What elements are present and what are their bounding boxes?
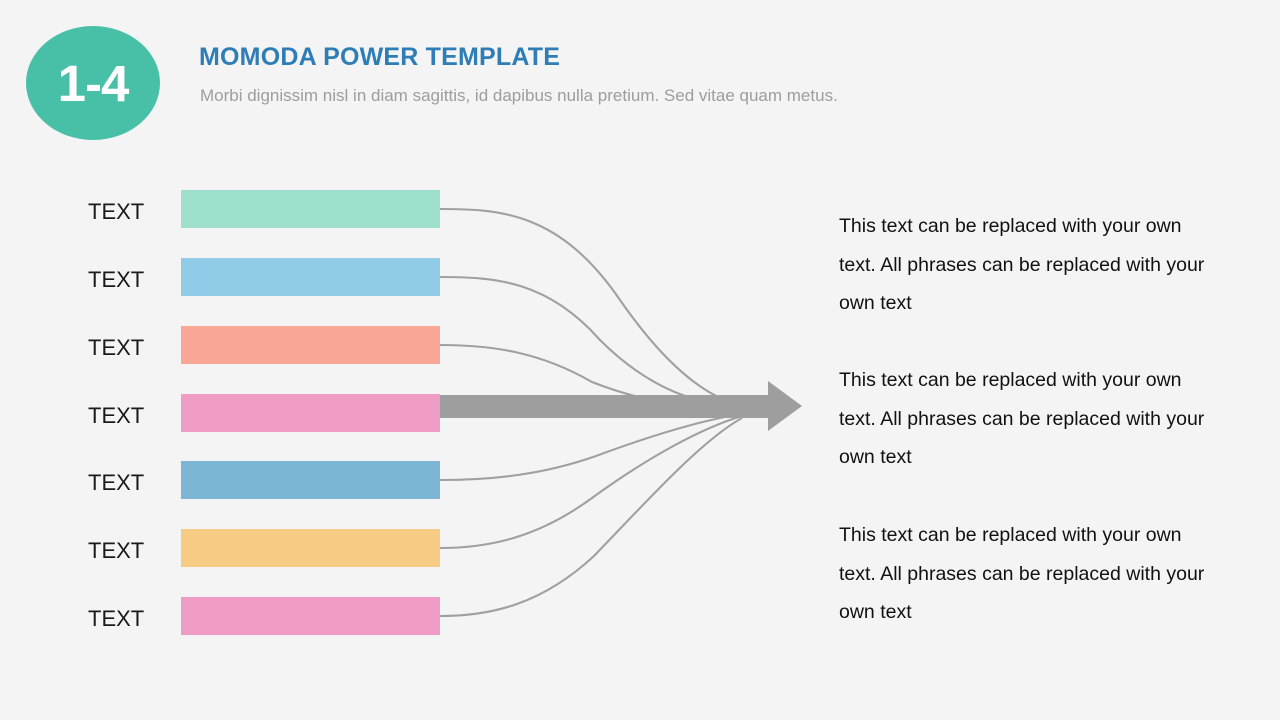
- paragraph-3: This text can be replaced with your own …: [839, 524, 1205, 623]
- row-bar-2[interactable]: [181, 258, 440, 296]
- step-badge-circle: 1-4: [26, 26, 160, 140]
- row-label-7: TEXT: [88, 606, 145, 631]
- row-bar-5[interactable]: [181, 461, 440, 499]
- row-bar-4[interactable]: [181, 394, 440, 432]
- page-subtitle: Morbi dignissim nisl in diam sagittis, i…: [200, 86, 838, 105]
- row-label-3: TEXT: [88, 335, 145, 360]
- row-label-6: TEXT: [88, 538, 145, 563]
- row-bar-6[interactable]: [181, 529, 440, 567]
- step-badge-label: 1-4: [57, 54, 130, 112]
- row-label-5: TEXT: [88, 470, 145, 495]
- row-label-2: TEXT: [88, 267, 145, 292]
- page-title: MOMODA POWER TEMPLATE: [199, 43, 561, 71]
- paragraph-1: This text can be replaced with your own …: [839, 215, 1205, 314]
- row-label-4: TEXT: [88, 403, 145, 428]
- row-label-1: TEXT: [88, 199, 145, 224]
- row-bar-7[interactable]: [181, 597, 440, 635]
- row-bar-3[interactable]: [181, 326, 440, 364]
- row-bar-1[interactable]: [181, 190, 440, 228]
- paragraph-2: This text can be replaced with your own …: [839, 369, 1205, 468]
